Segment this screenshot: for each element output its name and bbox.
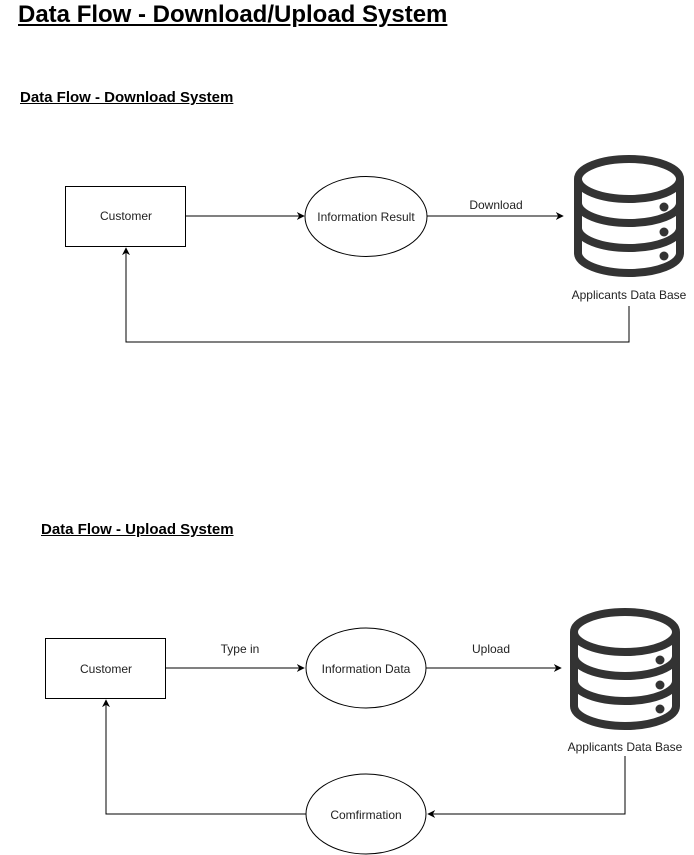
download-database-icon[interactable] [574,155,684,277]
download-customer-box[interactable]: Customer [65,186,186,247]
download-section-title: Data Flow - Download System [20,89,234,106]
download-customer-label: Customer [100,209,152,223]
upload-flow-label: Upload [472,642,510,656]
upload-section-title: Data Flow - Upload System [41,521,234,538]
upload-confirmation-node[interactable]: Comfirmation [305,773,427,855]
upload-database-icon[interactable] [570,608,680,730]
download-process-label: Information Result [317,210,415,224]
upload-customer-label: Customer [80,662,132,676]
upload-confirmation-label: Comfirmation [330,808,401,822]
download-process-node[interactable]: Information Result [304,176,428,257]
upload-database-label: Applicants Data Base [568,740,683,754]
upload-customer-box[interactable]: Customer [45,638,166,699]
upload-database-to-confirmation-arrow [427,756,626,818]
upload-input-label: Type in [221,642,260,656]
upload-process-label: Information Data [322,662,411,676]
download-database-label: Applicants Data Base [572,288,687,302]
page-title: Data Flow - Download/Upload System [18,1,448,28]
download-return-arrow [122,247,630,343]
upload-return-arrow [102,699,306,815]
download-flow-label: Download [469,198,522,212]
upload-process-node[interactable]: Information Data [305,627,427,709]
